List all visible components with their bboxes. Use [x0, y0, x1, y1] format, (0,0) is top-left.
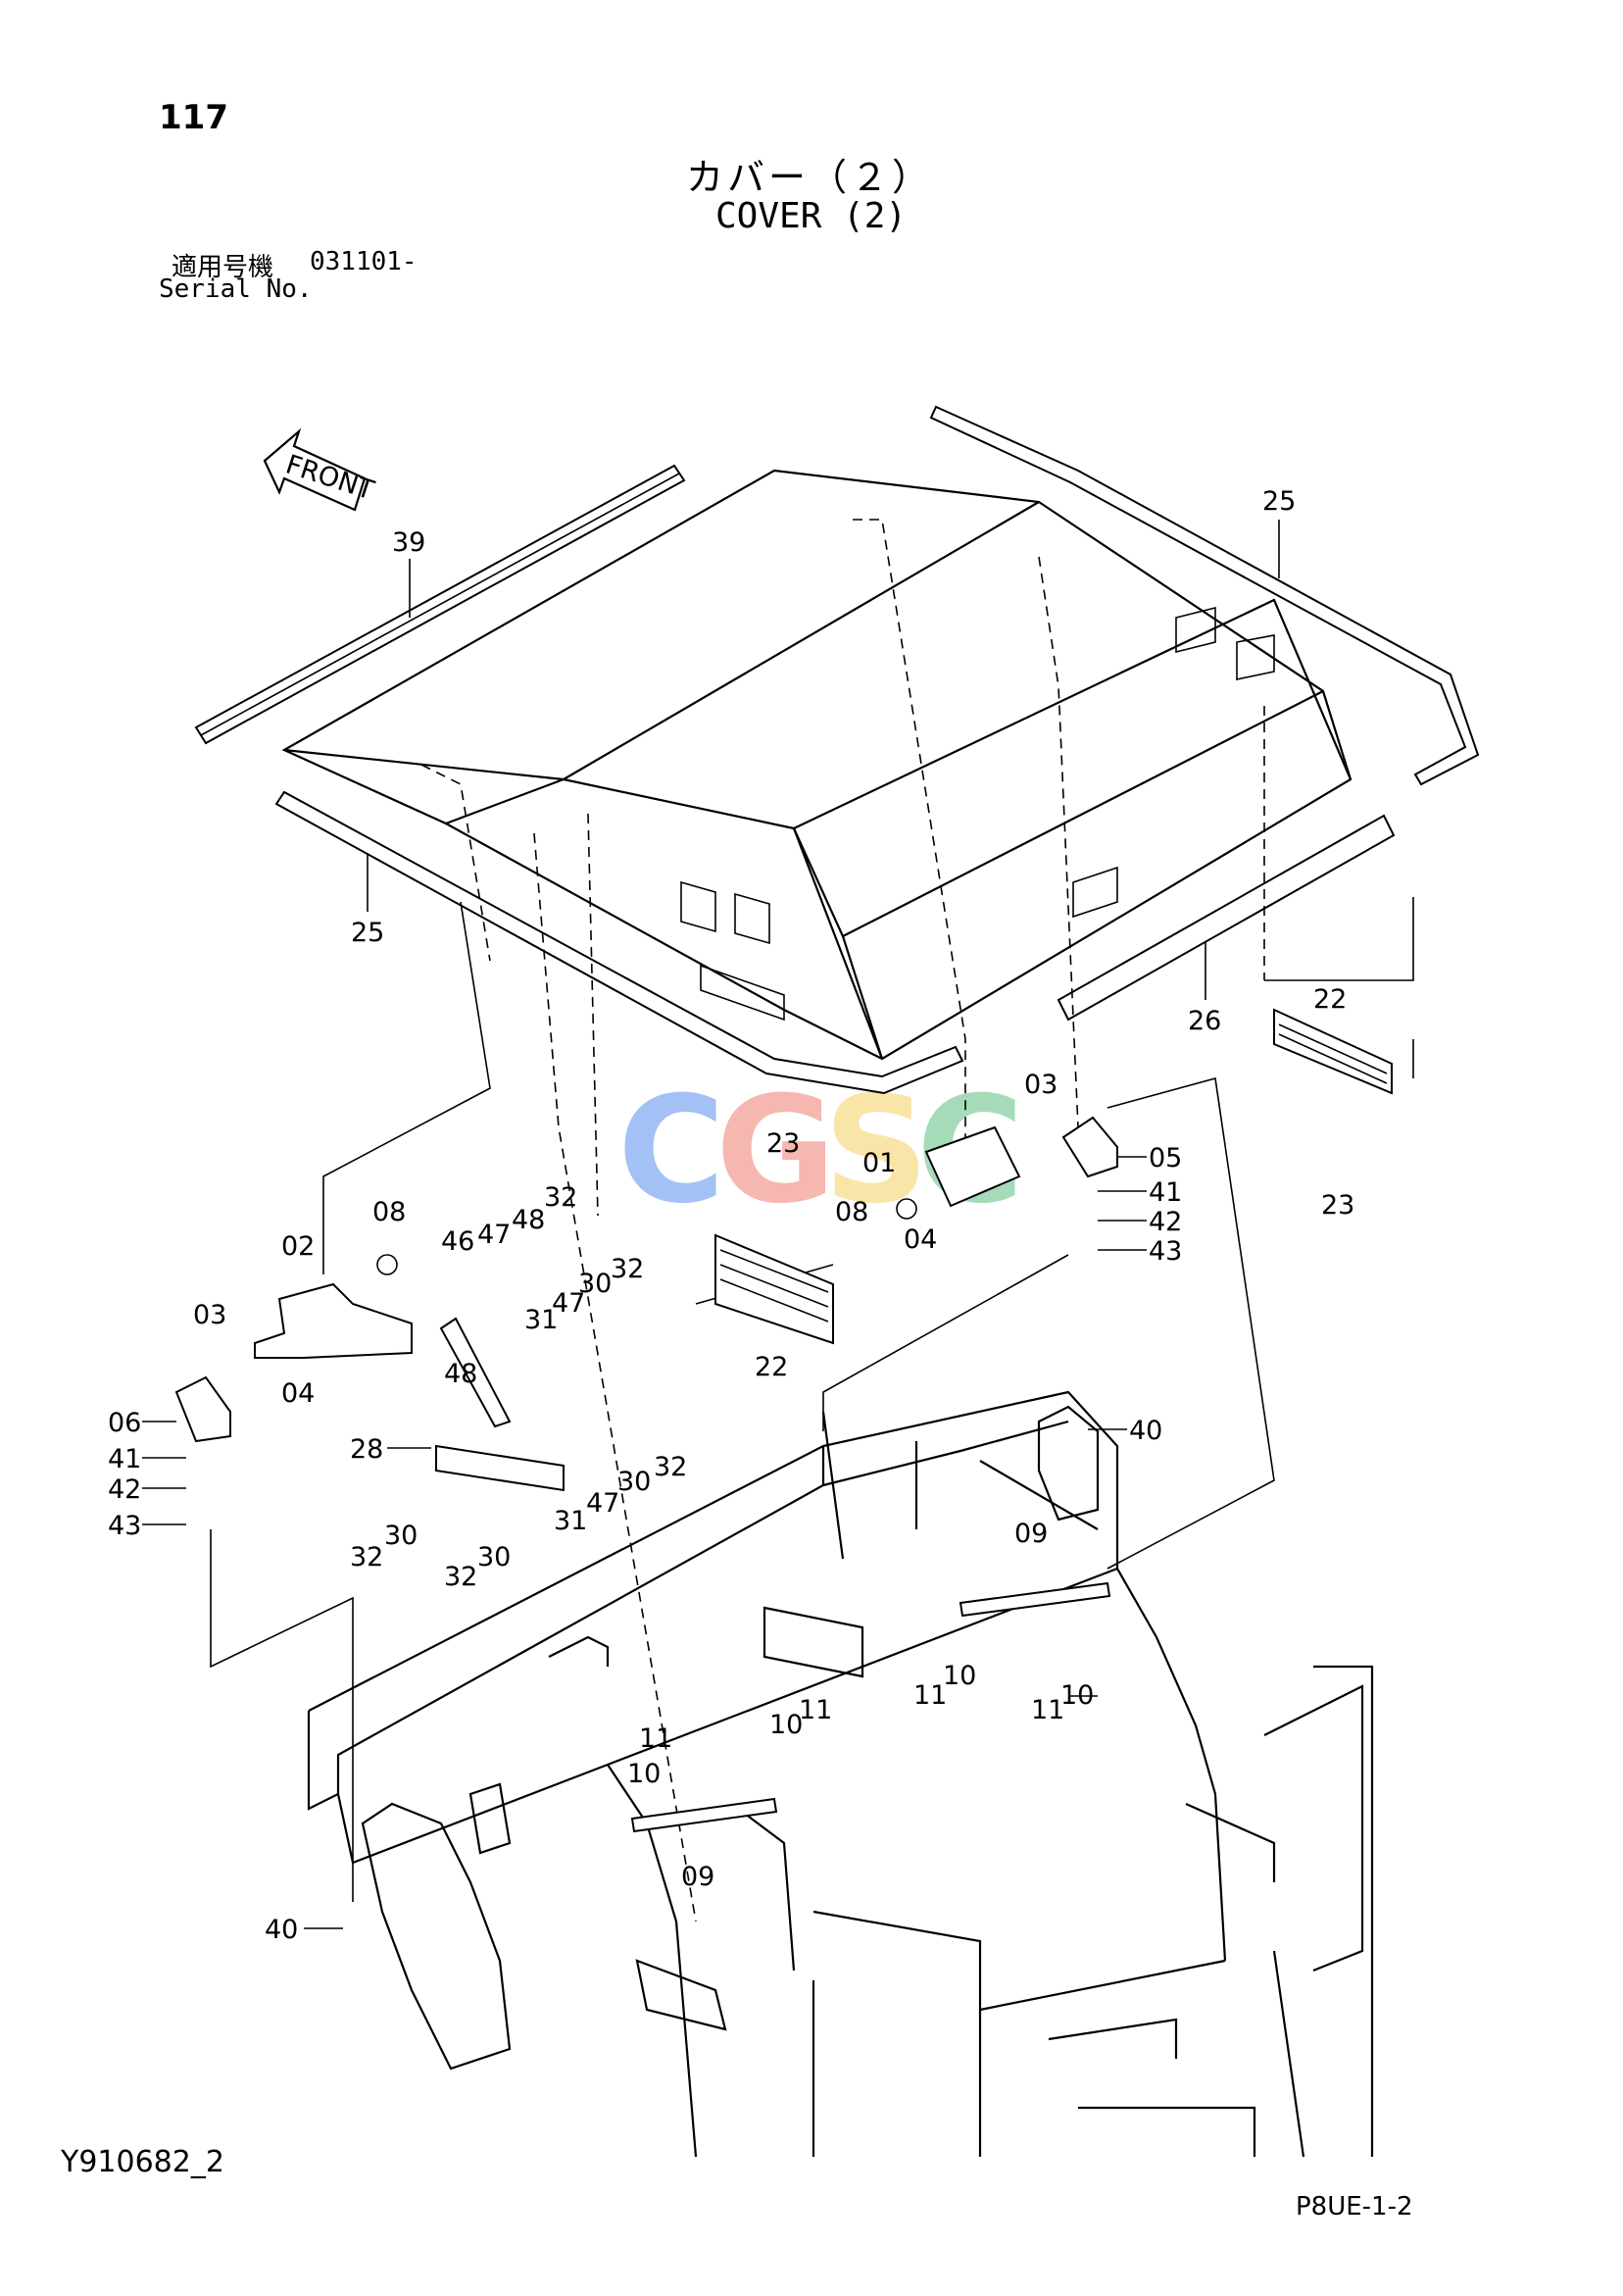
hidden-lines — [420, 519, 1265, 1922]
label-02: 02 — [281, 1231, 315, 1262]
label-10-c: 10 — [627, 1759, 661, 1789]
seal-strip-26 — [1057, 814, 1396, 1022]
watermark: C G S C — [617, 1066, 1024, 1236]
seal-strip-25-left — [274, 790, 964, 1095]
page-title-japanese: カバー（２） — [686, 156, 934, 199]
hinge-right-01 — [896, 1125, 1021, 1220]
label-41-right: 41 — [1149, 1177, 1182, 1208]
label-05: 05 — [1149, 1143, 1182, 1173]
label-11-d: 11 — [799, 1695, 832, 1725]
page-number: 117 — [159, 98, 228, 137]
label-43-right: 43 — [1149, 1236, 1182, 1267]
label-11-a: 11 — [913, 1680, 947, 1711]
label-48-lower: 48 — [444, 1359, 477, 1389]
label-32-lower-c: 32 — [444, 1562, 477, 1592]
label-10-a: 10 — [943, 1661, 976, 1691]
label-03-right: 03 — [1024, 1070, 1057, 1100]
label-31-upper: 31 — [524, 1305, 558, 1335]
label-26: 26 — [1188, 1006, 1221, 1036]
assembly-lines — [210, 897, 1414, 1902]
latch-22-right — [1273, 1008, 1393, 1095]
label-46: 46 — [441, 1226, 474, 1257]
label-47-upper: 47 — [552, 1288, 585, 1319]
document-code: Y910682_2 — [61, 2145, 224, 2179]
label-28: 28 — [350, 1434, 383, 1465]
label-04-left: 04 — [281, 1378, 315, 1409]
label-06: 06 — [108, 1408, 141, 1438]
watermark-letter-1: C — [617, 1066, 725, 1236]
page-title-english: COVER (2) — [715, 196, 908, 236]
part-labels: 39 25 25 26 22 22 23 23 03 03 05 01 41 4… — [108, 486, 1354, 1945]
lever-28 — [435, 1317, 565, 1492]
label-31-lower: 31 — [554, 1506, 587, 1536]
latch-22-center — [714, 1233, 834, 1345]
label-04-right: 04 — [904, 1224, 937, 1255]
label-25-right: 25 — [1262, 486, 1296, 517]
label-11-c: 11 — [639, 1723, 672, 1754]
label-40-right: 40 — [1129, 1416, 1162, 1446]
label-32-lower-a: 32 — [350, 1542, 383, 1572]
label-30-lower-a: 30 — [384, 1521, 418, 1551]
label-09-right: 09 — [1014, 1519, 1048, 1549]
hinge-left-02 — [254, 1254, 413, 1359]
label-22-right: 22 — [1313, 984, 1347, 1015]
bracket-05 — [1061, 1116, 1118, 1178]
label-08-left: 08 — [372, 1197, 406, 1227]
label-23-right: 23 — [1321, 1190, 1354, 1221]
label-30-upper: 30 — [578, 1269, 612, 1299]
gas-spring-09-right — [959, 1581, 1111, 1618]
front-arrow: FRONT — [263, 427, 378, 512]
seal-strip-25-right — [929, 405, 1480, 786]
engine-cover — [281, 469, 1352, 1061]
page-code: P8UE-1-2 — [1296, 2192, 1413, 2221]
label-09-left: 09 — [681, 1862, 714, 1892]
chassis-frame — [307, 1390, 1374, 2158]
label-47-lower: 47 — [586, 1488, 619, 1519]
label-39: 39 — [392, 527, 425, 558]
label-32-upper: 32 — [611, 1254, 644, 1284]
label-32-top: 32 — [544, 1182, 577, 1213]
serial-label-english: Serial No. — [159, 275, 313, 304]
label-22-center: 22 — [755, 1352, 788, 1382]
gas-spring-09-left — [630, 1797, 778, 1833]
label-10-d: 10 — [769, 1710, 803, 1740]
watermark-letter-2: G — [715, 1066, 836, 1236]
label-41-left: 41 — [108, 1444, 141, 1474]
label-30-lower-b: 30 — [617, 1467, 651, 1497]
label-03-left: 03 — [193, 1300, 226, 1330]
label-30-lower-c: 30 — [477, 1542, 511, 1572]
label-47-top: 47 — [477, 1220, 511, 1250]
bracket-06 — [174, 1375, 231, 1443]
label-32-lower-b: 32 — [654, 1452, 687, 1482]
label-40-left: 40 — [265, 1915, 298, 1945]
serial-label-japanese: 適用号機 — [172, 253, 274, 282]
label-43-left: 43 — [108, 1511, 141, 1541]
label-48-top: 48 — [512, 1205, 545, 1235]
serial-number: 031101- — [310, 247, 418, 276]
label-11-b: 11 — [1031, 1695, 1064, 1725]
label-23-center: 23 — [766, 1128, 800, 1159]
label-42-left: 42 — [108, 1474, 141, 1505]
seal-strip-39 — [194, 464, 686, 745]
label-42-right: 42 — [1149, 1207, 1182, 1237]
label-01: 01 — [862, 1148, 896, 1178]
label-08-right: 08 — [835, 1197, 868, 1227]
label-25-left: 25 — [351, 918, 384, 948]
label-10-b: 10 — [1060, 1680, 1094, 1711]
watermark-letter-3: S — [823, 1066, 929, 1236]
